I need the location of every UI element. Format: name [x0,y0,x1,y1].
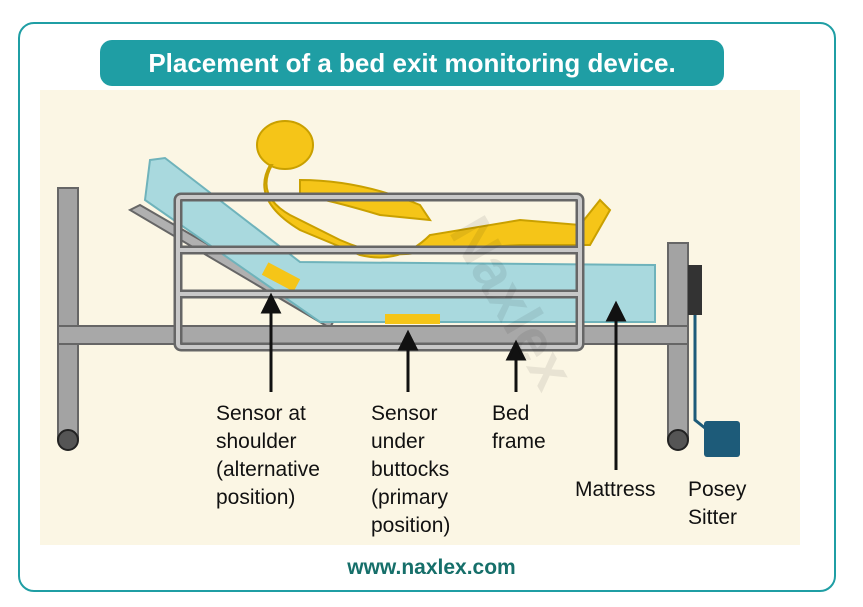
label-bed-frame: Bed frame [492,402,546,453]
left-wheel [57,429,79,451]
label-mattress: Mattress [575,478,656,501]
posey-sitter-clip [688,265,702,315]
left-bed-post [57,187,79,439]
posey-sitter-box [704,421,740,457]
footer-url: www.naxlex.com [347,556,516,579]
label-posey-sitter: Posey Sitter [688,478,752,529]
label-buttocks-sensor: Sensor under buttocks (primary position) [371,402,455,537]
patient-figure [256,120,612,259]
right-wheel [667,429,689,451]
page-title: Placement of a bed exit monitoring devic… [100,40,724,86]
posey-sitter-cable [693,315,711,434]
label-shoulder-sensor: Sensor at shoulder (alternative position… [216,402,326,509]
outer-border [18,22,836,592]
bed-frame [57,325,689,345]
shoulder-sensor [261,262,301,292]
buttocks-sensor [385,314,440,324]
